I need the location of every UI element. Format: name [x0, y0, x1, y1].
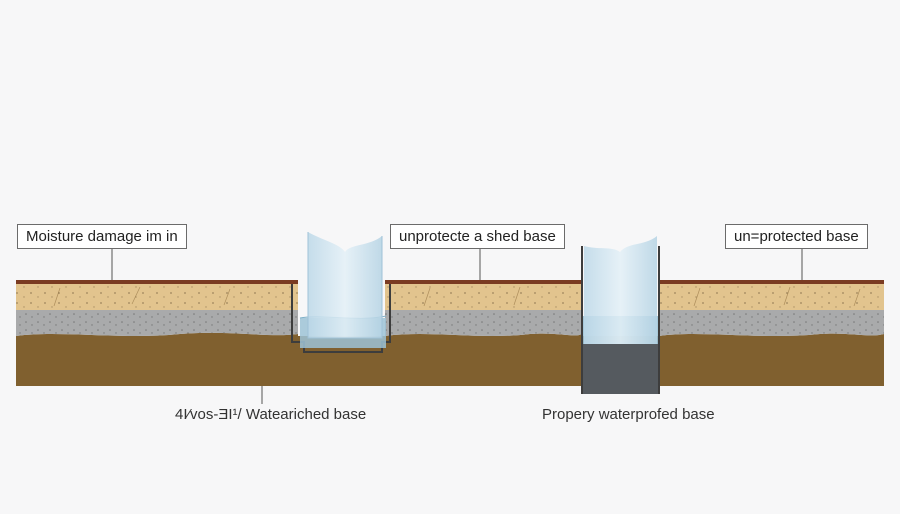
water-column-icon — [307, 232, 383, 339]
earth-layer — [16, 332, 884, 386]
water-column-icon — [584, 236, 657, 344]
callout-unprotected-shed-base: unprotecte a shed base — [390, 224, 565, 249]
callout-unprotected-base: un=protected base — [725, 224, 868, 249]
crust-layer — [16, 280, 884, 284]
caption-water-reached-base: 4I⁄vos-ƎI¹/ Wateаriched base — [175, 406, 367, 423]
callout-moisture-damage: Moisture damage im in — [17, 224, 187, 249]
gravel-layer — [16, 310, 884, 336]
leader-lines — [111, 245, 803, 404]
topsoil-layer — [16, 284, 884, 310]
caption-properly-waterproofed-base: Propery waterprofed base — [542, 406, 715, 423]
